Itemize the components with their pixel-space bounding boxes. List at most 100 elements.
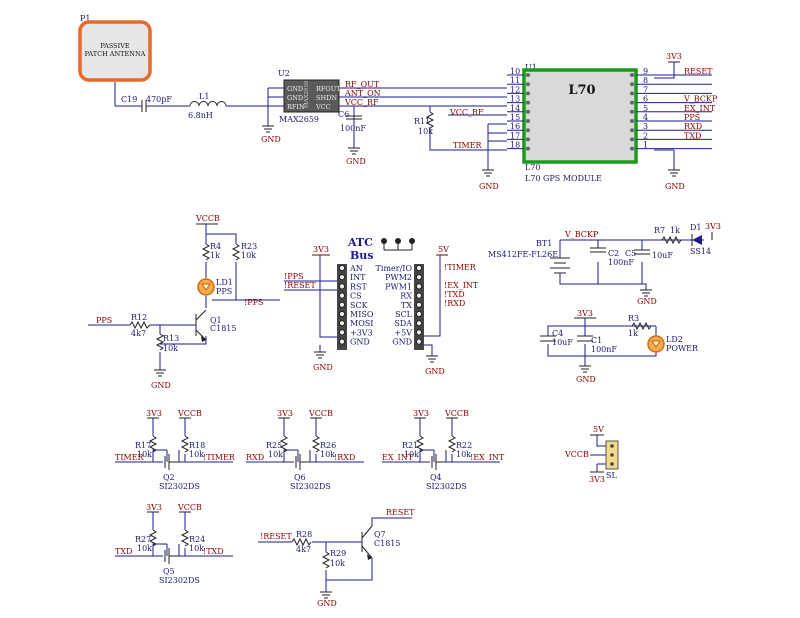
u1-right-power-wires <box>654 62 675 170</box>
shifter-part: SI2302DS <box>159 576 200 585</box>
q7-symbol <box>361 525 373 559</box>
shifter-left-net: TIMER <box>115 453 145 462</box>
shifter-wires <box>246 418 364 463</box>
u1-right-pad <box>630 82 634 87</box>
u1-right-pad <box>630 91 634 96</box>
atc-left-pin <box>338 320 346 327</box>
bat-3v3: 3V3 <box>705 222 721 231</box>
shifter-ra-ref: R21 <box>402 441 418 450</box>
shifter-ra-value: 10k <box>137 450 152 459</box>
bt1-symbol <box>550 257 570 274</box>
shifter-vcc-label: VCCB <box>177 503 202 512</box>
shifter-vcc-label: VCCB <box>177 409 202 418</box>
atc-left-pin <box>338 283 346 290</box>
shifter-part: SI2302DS <box>426 482 467 491</box>
c6-ref: C6 <box>338 110 349 119</box>
q1-value: C1815 <box>210 324 236 333</box>
r11-value: 10k <box>418 127 433 136</box>
shifter-right-net: !EX_INT <box>470 453 505 462</box>
r12-value: 4k7 <box>131 329 146 338</box>
c19-symbol <box>141 100 147 112</box>
u1-name: L70 GPS MODULE <box>525 174 602 183</box>
reset-gnd-label: GND <box>317 599 337 608</box>
r28-ref: R28 <box>296 530 312 539</box>
u2-pin-r3: VCC <box>315 103 331 111</box>
u1-right-pin-number: 6 <box>643 95 648 104</box>
u1-right-pad <box>630 128 634 133</box>
r7-ref: R7 <box>654 226 665 235</box>
r3-symbol <box>631 321 652 331</box>
atc-right-pin-label: GND <box>392 338 412 347</box>
u1-left-pad <box>526 119 530 123</box>
u1-right-pin-number: 9 <box>643 67 648 76</box>
atc-right-pin <box>415 264 423 272</box>
l1-ref: L1 <box>199 92 209 101</box>
q7-arrow-icon <box>367 554 372 560</box>
reset-out-label: RESET <box>386 508 415 517</box>
atc-right-pin <box>415 320 423 327</box>
shifter-ra-value: 10k <box>404 450 419 459</box>
r3-value: 1k <box>628 329 638 338</box>
atc-left-pin-label: AN <box>349 264 363 273</box>
u2-gnd-label: GND <box>261 135 281 144</box>
atc-left-pin <box>338 264 346 272</box>
u1-right-pad <box>630 146 634 151</box>
u1-gnd-left-label: GND <box>479 182 499 191</box>
u1-right-net: V_BCKP <box>683 95 718 104</box>
r29-ref: R29 <box>330 549 346 558</box>
c19-ref: C19 <box>121 95 137 104</box>
u2-pin-l1: GND <box>287 85 303 93</box>
u1-ref: U1 <box>525 63 537 72</box>
net-ant-on: ANT_ON <box>344 89 381 98</box>
atc-right-pin-label: TX <box>401 301 412 310</box>
u1-right-pad <box>630 100 634 105</box>
u1-left-pin-number: 18 <box>510 141 520 150</box>
u1-right-pin-number: 2 <box>643 131 648 140</box>
shifter-q-ref: Q2 <box>163 473 175 482</box>
u1-left-pin-number: 11 <box>510 76 520 85</box>
r3-ref: R3 <box>628 314 639 323</box>
bat-gnd-symbol <box>640 289 652 297</box>
atc-rnet-2: !EX_INT <box>444 281 479 290</box>
pps-gnd-symbol <box>154 369 166 377</box>
q1-arrow-icon <box>201 336 206 342</box>
u2-pin-l2: GND <box>287 94 303 102</box>
u1-right-net: RXD <box>684 122 702 131</box>
l1-symbol <box>189 101 227 107</box>
pwr-3v3: 3V3 <box>577 309 593 318</box>
atc-right-pin <box>415 301 423 308</box>
shifter-q-ref: Q6 <box>294 473 306 482</box>
shifter-mosfet-symbol <box>164 454 179 470</box>
shifter-rb-value: 10k <box>189 544 204 553</box>
r13-value: 10k <box>163 344 178 353</box>
u1-right-pad <box>630 137 634 142</box>
sel-5v: 5V <box>593 425 604 434</box>
u1-left-pin-number: 16 <box>510 122 520 131</box>
u1-left-pin-number: 14 <box>510 104 520 113</box>
atc-right-pin <box>415 310 423 318</box>
u1-gnd-left-symbol <box>482 169 494 177</box>
shifter-left-net: RXD <box>246 453 264 462</box>
l1-value: 6.8nH <box>188 111 213 120</box>
shifter-right-net: !TIMER <box>203 453 236 462</box>
atc-left-pin-label: +3V3 <box>350 328 373 337</box>
shifter-3v3-label: 3V3 <box>146 409 162 418</box>
bat-wires <box>559 239 704 258</box>
c4-ref: C4 <box>552 329 563 338</box>
c6-gnd-symbol <box>348 147 360 155</box>
sel-ref: SL <box>606 471 617 480</box>
atc-right-pin <box>415 329 423 336</box>
ld1-led-arrow-icon <box>201 283 211 291</box>
atc-left-pin <box>338 301 346 308</box>
antenna-block: P1 PASSIVE PATCH ANTENNA <box>78 14 152 82</box>
atc-title1: ATC <box>347 236 373 249</box>
u1-left-pin-number: 12 <box>510 85 520 94</box>
u2-part: MAX2659 <box>279 115 319 124</box>
atc-right-pin-label: RX <box>400 292 412 301</box>
u1-right-net: EX_INT <box>684 104 716 113</box>
shifter-3v3-label: 3V3 <box>277 409 293 418</box>
shifter-part: SI2302DS <box>159 482 200 491</box>
shifter-rb-value: 10k <box>189 450 204 459</box>
